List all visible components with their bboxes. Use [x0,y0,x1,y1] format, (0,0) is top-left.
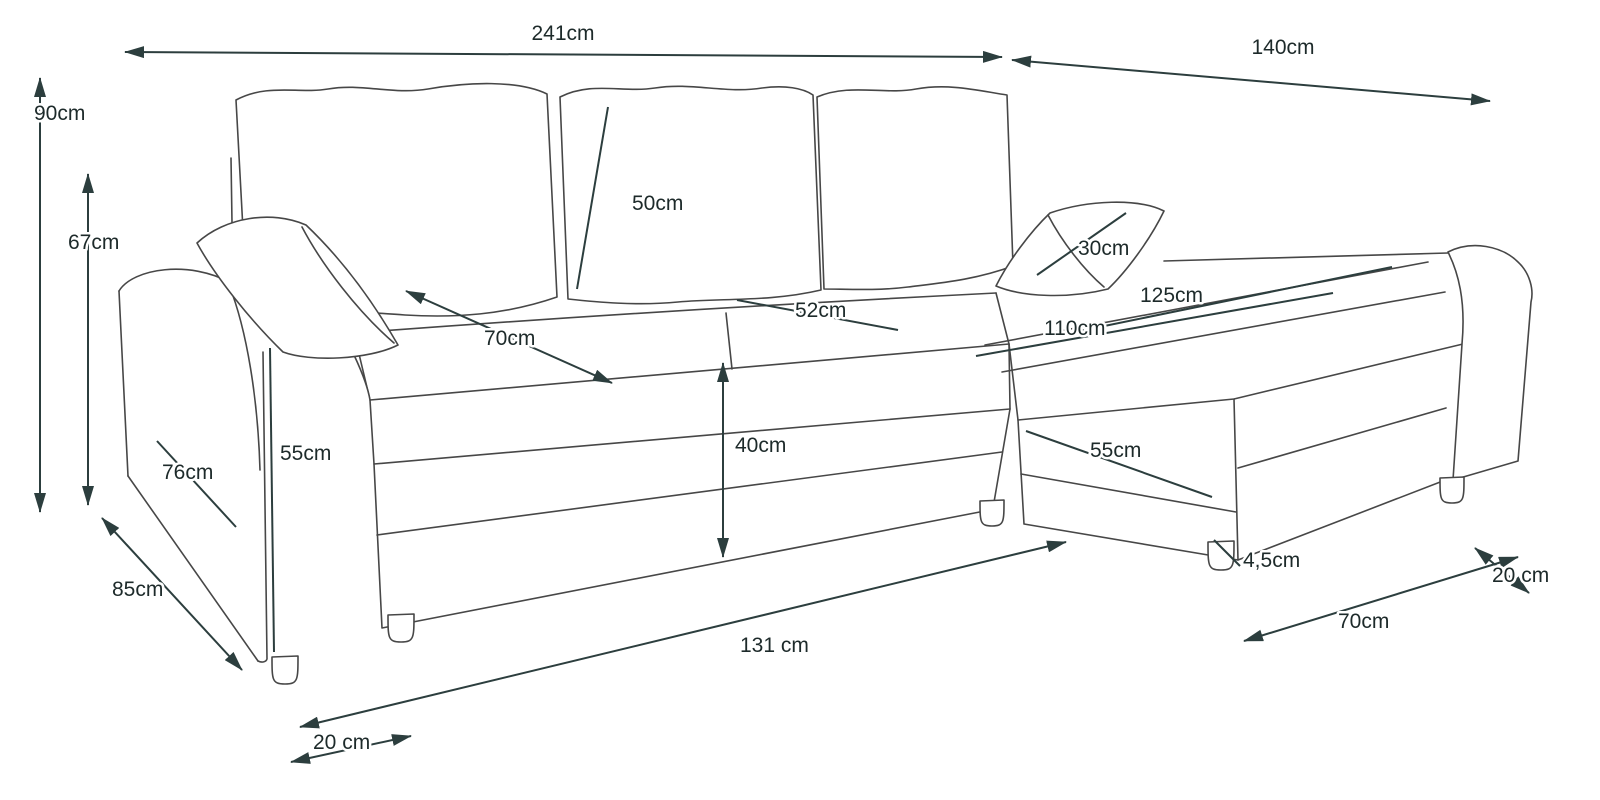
base-front-seam [376,451,1003,536]
dim-label-side-depth: 85cm [112,578,163,601]
dim-line-total-width [124,46,1003,63]
left-armrest-outer-edge [118,290,129,477]
sofa-drawing [118,82,1533,685]
chaise-mattress-seam-lower [1001,291,1446,373]
dim-label-chaise-length: 140cm [1251,36,1314,59]
chaise-throw-pillow [995,201,1165,297]
chaise-pillow-crease [1047,214,1105,288]
seat-front-face [369,343,1011,465]
leg-front-left [387,613,415,643]
base-front-face [373,408,1011,629]
dim-label-total-width: 241cm [531,22,594,45]
left-armrest-roll-curve [228,284,261,471]
dim-label-armrest-front-width: 20 cm [313,731,370,754]
dim-label-throw-pillow: 30cm [1078,237,1129,260]
dim-label-seat-depth: 70cm [484,327,535,350]
chaise-right-lower-face [1237,407,1449,561]
dim-line-leg-height [1213,539,1241,567]
left-armrest-fill [119,269,370,661]
dim-label-leg-height: 4,5cm [1243,549,1300,572]
dim-label-seat-front-width: 131 cm [740,634,809,657]
leg-under-right-armrest [1439,476,1465,504]
left-pillow-crease [301,226,395,344]
dim-label-seat-upper-width: 52cm [795,299,846,322]
dim-line-chaise-front-height [1025,430,1213,498]
dim-line-side-depth [101,517,243,671]
dim-label-armrest-outer-length: 76cm [162,461,213,484]
dim-label-sleeping-upper: 125cm [1140,284,1203,307]
dim-line-back-cushion-height [576,106,609,290]
chaise-top-front-edge [1017,343,1464,421]
back-cushion-right [816,86,1014,291]
dim-line-sleeping-lower [975,292,1334,357]
seat-front-edge [369,343,1010,401]
dim-line-chaise-front-width [1243,556,1519,642]
dim-label-seat-height: 40cm [735,434,786,457]
left-throw-pillow [196,216,399,359]
dim-label-armrest-height: 55cm [280,442,331,465]
dim-line-seat-front-width [299,540,1067,729]
leg-under-chaise [1207,540,1235,571]
dim-line-chaise-length [1011,55,1491,106]
seat-corner-edge [995,292,1010,345]
dim-line-armrest-outer-length [156,440,237,528]
back-cushion-middle [559,85,822,305]
chaise-front-seam [1020,473,1237,513]
dimension-annotations: 241cm 140cm 90cm 67cm 50cm 30cm 125cm 11… [32,20,1552,764]
left-armrest-inner-edge [257,351,268,663]
dim-label-total-height: 90cm [34,102,85,125]
seat-cushion-seam [725,312,733,370]
dim-label-back-cushion-height: 50cm [632,192,683,215]
dim-line-sleeping-upper [1079,266,1393,332]
dim-label-backrest-height: 67cm [68,231,119,254]
dim-line-armrest-height [269,347,275,653]
dim-line-seat-depth [405,290,613,384]
chaise-mattress-seam-upper [984,261,1429,346]
leg-corner [979,499,1005,527]
dim-label-right-clearance: 20 cm [1492,564,1549,587]
chaise-front-face [1008,343,1239,561]
dim-label-chaise-front-height: 55cm [1090,439,1141,462]
chaise-back-edge [1163,252,1449,262]
dim-line-throw-pillow [1036,212,1127,276]
dim-line-armrest-front-width [290,734,412,764]
leg-under-left-armrest [271,655,299,685]
dim-label-chaise-front-width: 70cm [1338,610,1389,633]
dim-line-seat-upper-width [736,299,899,331]
dim-label-sleeping-lower: 110cm [1044,317,1105,340]
right-armrest [1447,244,1533,481]
